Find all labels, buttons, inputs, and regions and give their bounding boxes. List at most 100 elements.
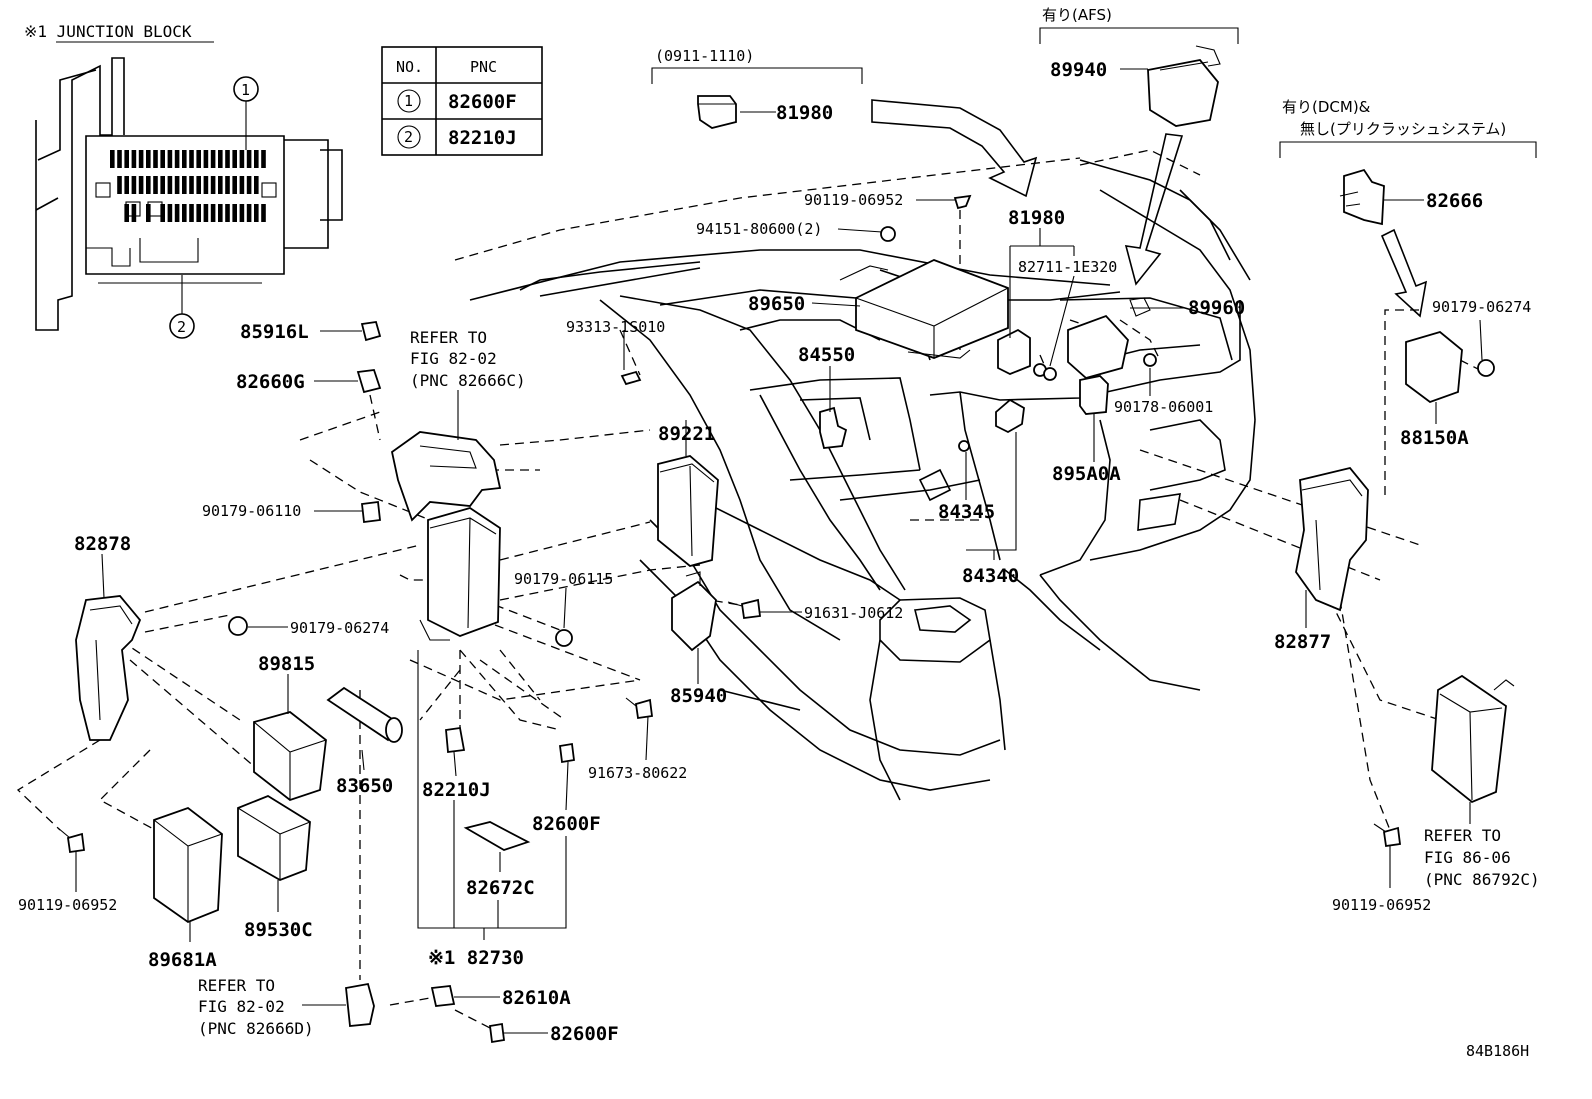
relay-81980-top bbox=[697, 95, 737, 129]
label-91673-80622: 91673-80622 bbox=[588, 764, 687, 782]
fuse-slot bbox=[167, 176, 173, 194]
leader-lines bbox=[75, 68, 1483, 1034]
ref-b-line2: FIG 86-06 bbox=[1424, 848, 1511, 867]
label-89221: 89221 bbox=[658, 423, 715, 445]
label-82711-1e320: 82711-1E320 bbox=[1018, 258, 1117, 276]
fuse-slot bbox=[203, 176, 209, 194]
module-89530c bbox=[237, 794, 311, 881]
fuse-slot bbox=[261, 150, 266, 168]
fuse-slot bbox=[160, 204, 165, 222]
label-83650: 83650 bbox=[336, 775, 393, 797]
fuse-slot bbox=[160, 150, 165, 168]
part-82660g bbox=[356, 369, 382, 394]
fuse-slot bbox=[218, 176, 223, 194]
fuse-slot bbox=[203, 150, 209, 168]
label-84340: 84340 bbox=[962, 565, 1019, 587]
label-82210j: 82210J bbox=[422, 779, 491, 801]
ref-b-line3: (PNC 86792C) bbox=[1424, 870, 1540, 889]
ref-a-line3: (PNC 82666C) bbox=[410, 371, 526, 390]
group-brackets: (0911-1110) 有り(AFS) 有り(DCM)& 無し(プリクラッシュシ… bbox=[651, 6, 1537, 158]
relay-82610a bbox=[430, 985, 456, 1007]
ecu-86792c bbox=[1431, 674, 1507, 804]
fuse-slot bbox=[174, 176, 180, 194]
dcm-group-label-line1: 有り(DCM)& bbox=[1282, 98, 1371, 116]
fuse-82600f-bottom bbox=[488, 1022, 506, 1044]
fuse-slot bbox=[246, 176, 252, 194]
fuse-slot bbox=[261, 204, 266, 222]
fuse-82600f bbox=[558, 742, 576, 764]
fuse-slot bbox=[131, 150, 137, 168]
fuse-slot bbox=[124, 204, 129, 222]
label-89940: 89940 bbox=[1050, 59, 1107, 81]
callout-1-label: 1 bbox=[241, 81, 250, 99]
fuse-slot bbox=[254, 176, 259, 194]
label-895a0a: 895A0A bbox=[1052, 463, 1121, 485]
module-85940 bbox=[671, 580, 717, 652]
fuse-slot bbox=[254, 150, 259, 168]
fuse-slot bbox=[246, 150, 252, 168]
fuse-slot bbox=[146, 176, 151, 194]
parts bbox=[57, 45, 1515, 1044]
pnc-table-row-2-pnc: 82210J bbox=[448, 127, 517, 149]
fuse-slot bbox=[239, 150, 245, 168]
label-90179-06274-right: 90179-06274 bbox=[1432, 298, 1531, 316]
fuse-slot bbox=[182, 176, 187, 194]
fuse-slot bbox=[153, 176, 158, 194]
switch-84550 bbox=[819, 406, 848, 449]
label-82600f-mid: 82600F bbox=[532, 813, 601, 835]
label-82878: 82878 bbox=[74, 533, 131, 555]
label-82877: 82877 bbox=[1274, 631, 1331, 653]
label-82600f-bottom: 82600F bbox=[550, 1023, 619, 1045]
label-90179-06274-left: 90179-06274 bbox=[290, 619, 389, 637]
label-90179-06110: 90179-06110 bbox=[202, 502, 301, 520]
ref-a-line1: REFER TO bbox=[410, 328, 487, 347]
label-88150a: 88150A bbox=[1400, 427, 1469, 449]
fuse-slot bbox=[210, 150, 216, 168]
label-89530c: 89530C bbox=[244, 919, 313, 941]
junction-block-title: ※1 JUNCTION BLOCK bbox=[24, 22, 192, 41]
ref-c-line1: REFER TO bbox=[198, 976, 275, 995]
label-84345: 84345 bbox=[938, 501, 995, 523]
relay-895a0a bbox=[1079, 375, 1109, 415]
fuse-slot bbox=[246, 204, 252, 222]
fuse-slot bbox=[174, 204, 180, 222]
connector-82666d bbox=[345, 982, 375, 1027]
fuse-slot bbox=[117, 150, 122, 168]
ref-c-line3: (PNC 82666D) bbox=[198, 1019, 314, 1038]
afs-module-89940 bbox=[1147, 59, 1219, 127]
bracket-82877 bbox=[1295, 466, 1369, 612]
fuse-slot bbox=[196, 150, 201, 168]
label-82730: ※1 82730 bbox=[428, 947, 524, 969]
pnc-table: NO. PNC 1 82600F 2 82210J bbox=[381, 46, 543, 156]
fuse-slot bbox=[182, 150, 187, 168]
ref-b-line1: REFER TO bbox=[1424, 826, 1501, 845]
fuse-slot bbox=[174, 150, 180, 168]
afs-group-label: 有り(AFS) bbox=[1042, 6, 1112, 24]
label-90119-06952-right: 90119-06952 bbox=[1332, 896, 1431, 914]
relay-81980 bbox=[997, 328, 1031, 375]
fuse-slot bbox=[189, 204, 194, 222]
airbag-sensor-89650 bbox=[855, 259, 1009, 359]
ecu-89221 bbox=[657, 455, 719, 567]
date-range-label: (0911-1110) bbox=[655, 47, 754, 65]
label-89960: 89960 bbox=[1188, 297, 1245, 319]
fuse-slot bbox=[131, 176, 137, 194]
label-82672c: 82672C bbox=[466, 877, 535, 899]
label-81980-top: 81980 bbox=[776, 102, 833, 124]
fuse-slot bbox=[239, 204, 245, 222]
part-labels: 81980 89940 82666 90119-06952 94151-8060… bbox=[18, 59, 1531, 1045]
label-90179-06115: 90179-06115 bbox=[514, 570, 613, 588]
pnc-table-header-no: NO. bbox=[396, 58, 423, 76]
label-82660g: 82660G bbox=[236, 371, 305, 393]
label-90119-06952-top: 90119-06952 bbox=[804, 191, 903, 209]
fuse-slot bbox=[232, 150, 237, 168]
clip-82210j bbox=[445, 726, 466, 754]
switch-84340 bbox=[995, 398, 1025, 434]
fuse-slot bbox=[167, 150, 173, 168]
module-89960 bbox=[1067, 314, 1129, 379]
fuse-slot bbox=[146, 150, 151, 168]
fuse-slot bbox=[138, 150, 144, 168]
reference-notes: REFER TO FIG 82-02 (PNC 82666C) REFER TO… bbox=[198, 328, 1540, 1038]
label-89650: 89650 bbox=[748, 293, 805, 315]
